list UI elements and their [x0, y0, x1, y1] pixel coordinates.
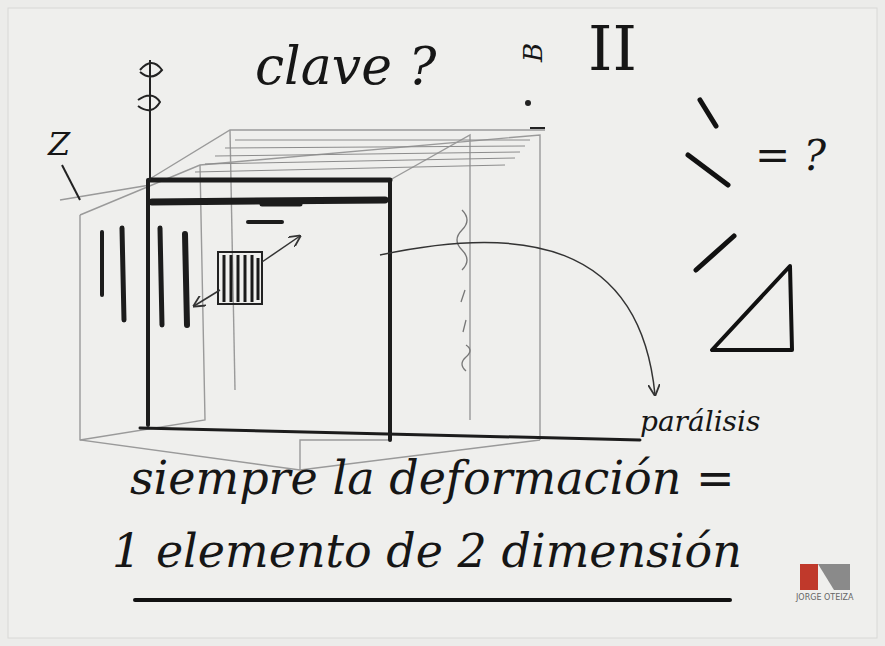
dot	[525, 100, 531, 106]
handwritten-note: II	[588, 18, 637, 80]
handwritten-note: 1 elemento de 2 dimensión	[112, 528, 742, 574]
underline	[135, 598, 730, 602]
slash-marks	[688, 100, 734, 270]
leader-arrows	[194, 236, 655, 395]
face-scribble	[457, 210, 470, 371]
triangle	[712, 266, 792, 350]
handwritten-note: clave ?	[255, 40, 436, 92]
handwritten-note: B	[520, 43, 546, 62]
hatched-square	[218, 252, 262, 304]
paper	[8, 8, 877, 638]
pencil-cube	[60, 130, 545, 470]
vertical-glyph	[138, 60, 162, 180]
watermark: JORGE OTEIZA	[796, 594, 854, 602]
tick-mark	[62, 165, 80, 200]
handwritten-note: parálisis	[640, 408, 760, 436]
handwritten-note: = ?	[755, 135, 826, 177]
logo-mark	[800, 564, 850, 590]
charcoal-square	[140, 180, 640, 440]
handwritten-note: Z	[48, 128, 70, 160]
vertical-stripes	[102, 228, 187, 325]
handwritten-note: siempre la deformación =	[130, 455, 735, 501]
tick-mark	[530, 127, 545, 129]
top-hatching	[195, 140, 530, 172]
